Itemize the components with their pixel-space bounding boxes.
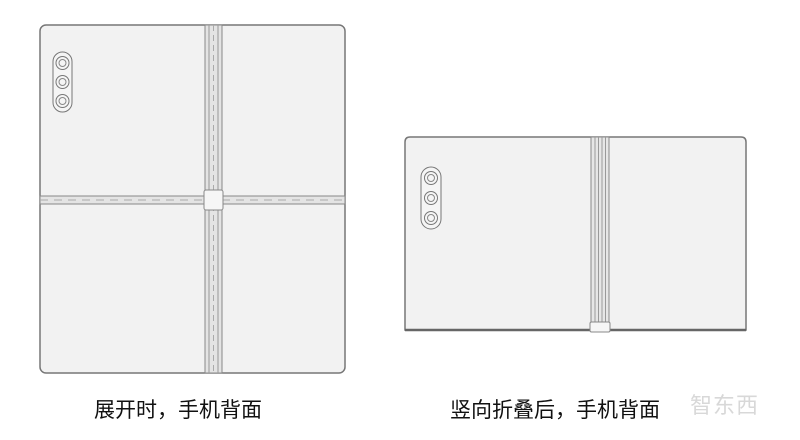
folded-caption: 竖向折叠后，手机背面 xyxy=(450,398,660,422)
camera-module-icon xyxy=(52,51,73,113)
watermark-logo: 智东西 xyxy=(690,394,760,419)
hinge-center-block xyxy=(203,189,224,211)
hinge-bottom-block xyxy=(589,321,611,333)
folded-phone-back xyxy=(404,136,747,333)
unfolded-caption: 展开时，手机背面 xyxy=(94,398,262,422)
horizontal-hinge xyxy=(39,195,346,205)
camera-module-icon xyxy=(420,166,442,230)
unfolded-phone-back xyxy=(39,24,346,374)
vertical-hinge xyxy=(590,136,610,325)
